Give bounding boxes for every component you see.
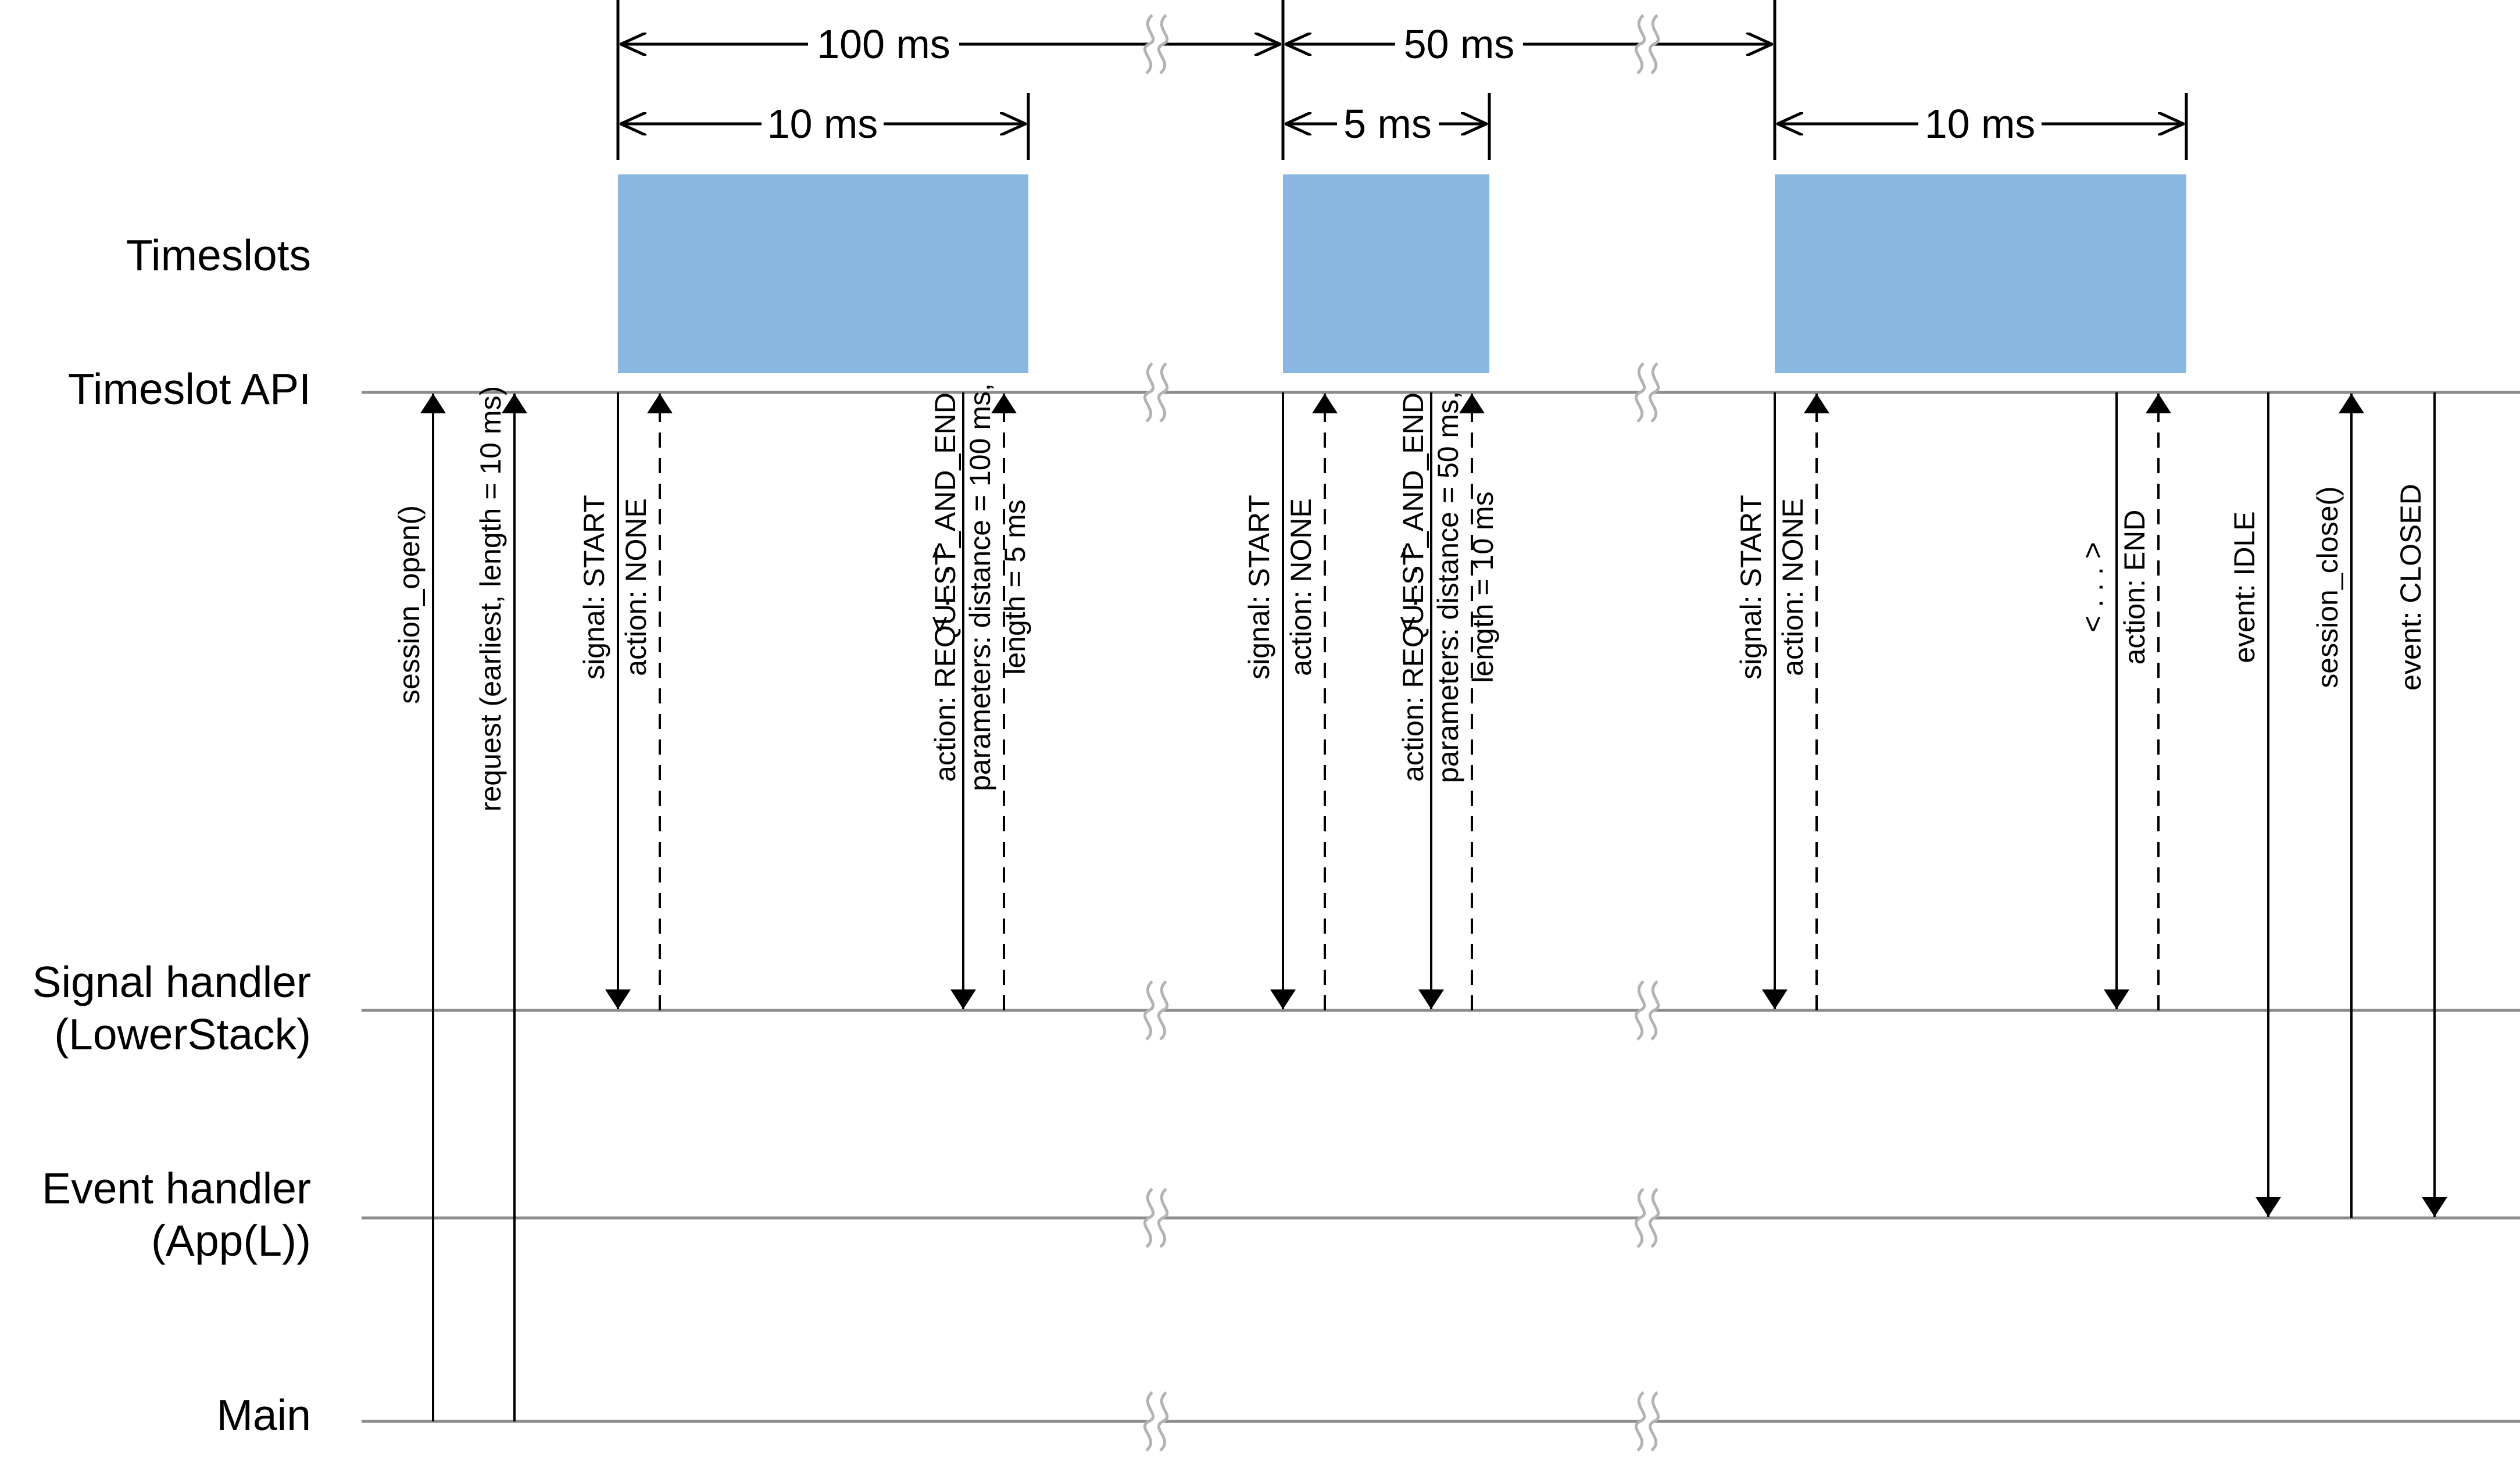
timeslot-block-3 (1775, 174, 2186, 373)
period-label-100ms: 100 ms (817, 22, 950, 67)
lane-label-event-handler-sub: (App(L)) (151, 1216, 311, 1265)
message-label: < . . . > (923, 542, 956, 633)
slot-label-5ms: 5 ms (1343, 101, 1432, 146)
message-label: signal: START (1243, 495, 1275, 680)
time-break-mark (1649, 1391, 1660, 1452)
time-break-mark (1143, 1188, 1155, 1248)
time-break-mark (1635, 980, 1646, 1041)
time-break-mark (1157, 1391, 1169, 1452)
lane-label-main: Main (216, 1391, 311, 1439)
time-break-mark (1157, 980, 1169, 1041)
slot-label-10ms: 10 ms (1925, 101, 2036, 146)
message-label: event: CLOSED (2394, 484, 2427, 691)
time-break-mark (1143, 1391, 1155, 1452)
message-label: session_open() (393, 505, 426, 704)
time-break-mark (1635, 14, 1646, 74)
message-label: action: END (2118, 510, 2151, 665)
time-break-mark (1143, 362, 1155, 423)
timeslot-block-1 (618, 174, 1028, 373)
message-label: action: REQUEST_AND_END (929, 392, 961, 782)
message-arrows: session_open() request (earliest, length … (393, 383, 2447, 1421)
message-label: signal: START (1735, 495, 1767, 680)
message-label: request (earliest, length = 10 ms) (474, 386, 507, 812)
message-label: parameters: distance = 100 ms, (964, 383, 996, 791)
message-label: action: NONE (620, 498, 652, 676)
lane-label-timeslots: Timeslots (126, 231, 311, 280)
lane-labels: Timeslots Timeslot API Signal handler (L… (32, 231, 311, 1439)
timing-dimensions: 100 ms 50 ms 10 ms 5 ms 10 ms (616, 0, 2188, 160)
message-label: signal: START (578, 495, 610, 680)
time-break-mark (1157, 14, 1169, 74)
time-break-marks (1143, 14, 1660, 1452)
slot-label-10ms: 10 ms (767, 101, 878, 146)
period-label-50ms: 50 ms (1404, 22, 1515, 67)
timeslot-block-2 (1283, 174, 1489, 373)
timeslot-blocks (618, 174, 2186, 373)
message-label: length = 5 ms (999, 499, 1031, 675)
message-label: < . . . > (2076, 542, 2109, 633)
time-break-mark (1157, 1188, 1169, 1248)
lane-label-signal-handler: Signal handler (32, 957, 311, 1006)
time-break-mark (1635, 1391, 1646, 1452)
message-label: action: REQUEST_AND_END (1397, 392, 1429, 782)
time-break-mark (1649, 362, 1660, 423)
time-break-mark (1143, 980, 1155, 1041)
time-break-mark (1649, 14, 1660, 74)
lane-label-signal-handler-sub: (LowerStack) (54, 1010, 311, 1059)
time-break-mark (1649, 1188, 1660, 1248)
time-break-mark (1635, 362, 1646, 423)
time-break-mark (1157, 362, 1169, 423)
message-label: parameters: distance = 50 ms, (1432, 391, 1464, 783)
time-break-mark (1649, 980, 1660, 1041)
message-label: < . . . > (1391, 542, 1424, 633)
time-break-mark (1635, 1188, 1646, 1248)
message-label: length = 10 ms (1467, 491, 1499, 683)
lane-label-timeslot-api: Timeslot API (68, 365, 311, 413)
time-break-mark (1143, 14, 1155, 74)
lane-label-event-handler: Event handler (42, 1164, 311, 1213)
message-label: session_close() (2311, 486, 2344, 688)
message-label: action: NONE (1285, 498, 1317, 676)
lane-lines (362, 391, 2520, 1423)
message-label: event: IDLE (2228, 511, 2261, 663)
message-label: action: NONE (1776, 498, 1809, 676)
